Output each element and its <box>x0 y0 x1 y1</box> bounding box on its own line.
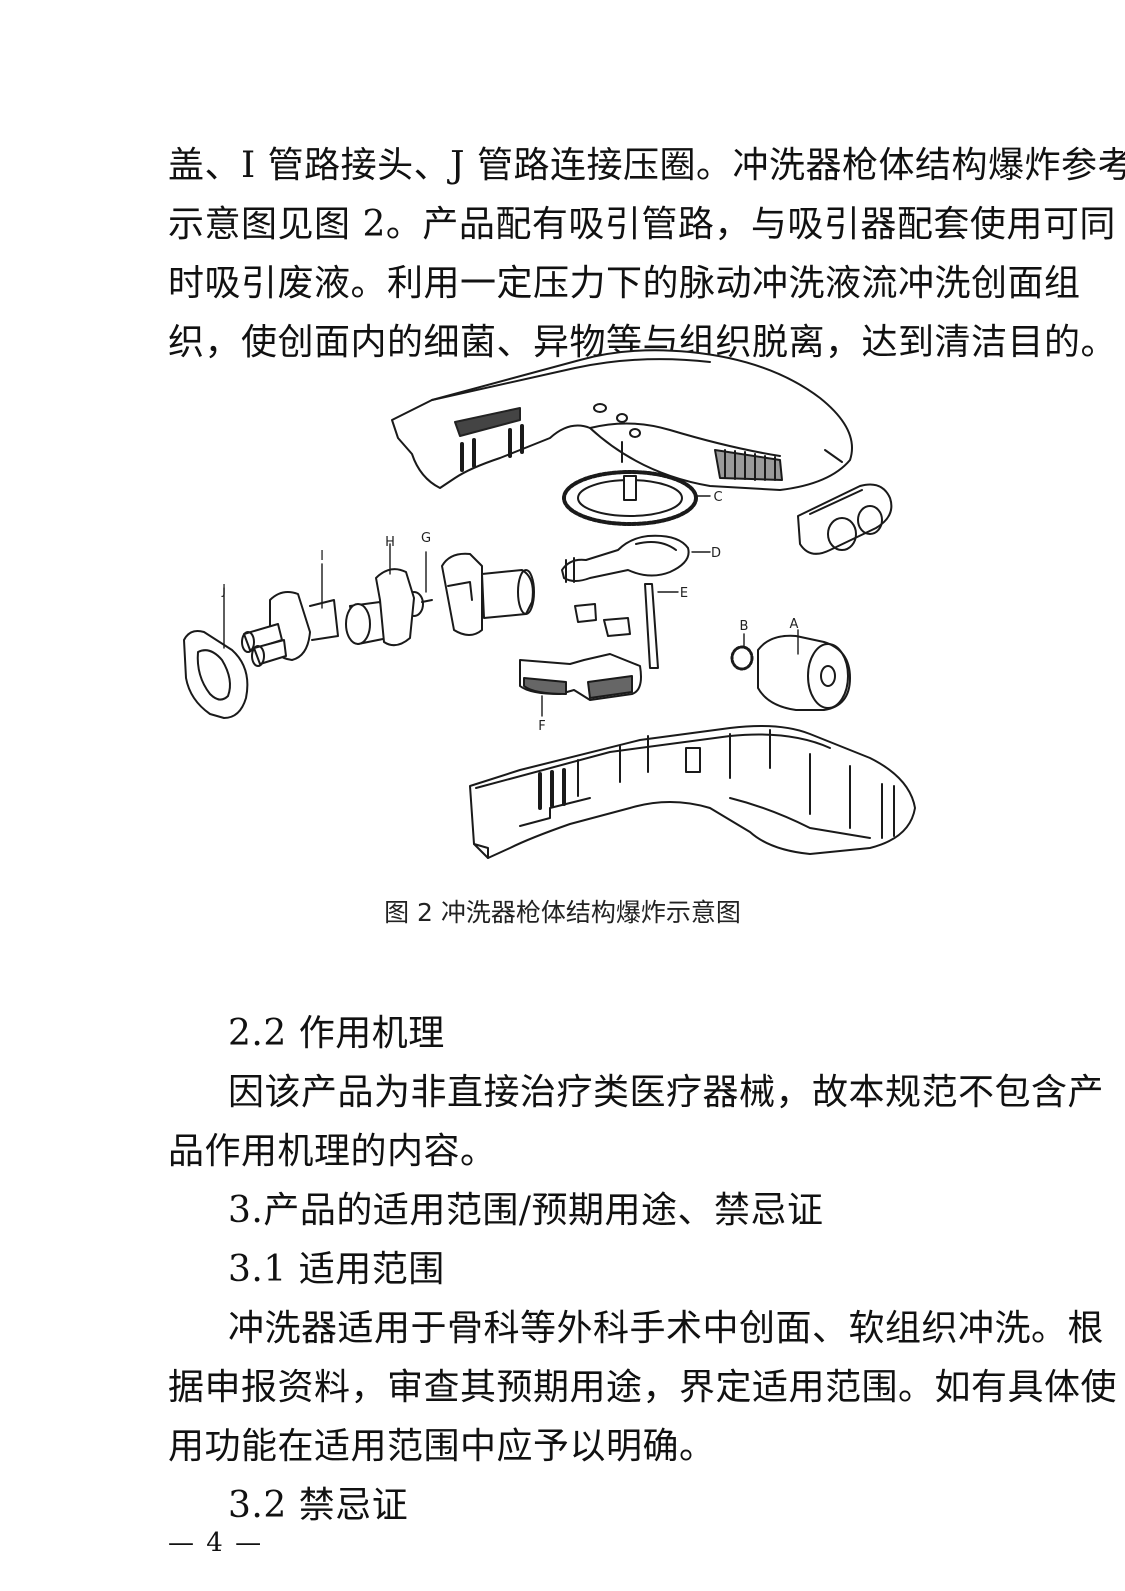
pin-component <box>644 583 679 669</box>
swing-arm-component <box>561 534 711 583</box>
section-2-2-line-1: 因该产品为非直接治疗类医疗器械，故本规范不包含产 <box>228 1072 1105 1113</box>
label-j: J <box>221 583 226 598</box>
upper-housing-shell <box>391 349 853 491</box>
section-3-1-heading: 3.1 适用范围 <box>228 1249 445 1290</box>
trigger-component <box>519 653 642 717</box>
label-f: F <box>538 719 545 734</box>
motor-component <box>757 629 851 711</box>
label-i: I <box>320 549 324 564</box>
label-d: D <box>711 546 721 561</box>
intro-line-3: 时吸引废液。利用一定压力下的脉动冲洗液流冲洗创面组 <box>168 263 1081 304</box>
label-a: A <box>790 617 799 632</box>
label-c: C <box>713 490 722 505</box>
intro-line-1: 盖、I 管路接头、J 管路连接压圈。冲洗器枪体结构爆炸参考 <box>168 145 1125 186</box>
body-sections: 2.2 作用机理 因该产品为非直接治疗类医疗器械，故本规范不包含产 品作用机理的… <box>168 1004 1118 1535</box>
intro-line-2: 示意图见图 2。产品配有吸引管路，与吸引器配套使用可同 <box>168 204 1116 245</box>
label-g: G <box>421 531 431 546</box>
section-3-1-line-3: 用功能在适用范围中应予以明确。 <box>168 1426 716 1467</box>
lower-housing-shell <box>469 725 916 859</box>
section-2-2-heading: 2.2 作用机理 <box>228 1013 445 1054</box>
trigger-clips-component <box>574 603 631 637</box>
pump-head-component <box>345 543 415 647</box>
label-e: E <box>680 586 688 601</box>
tube-holder-component <box>797 483 893 555</box>
gear-component <box>562 470 711 526</box>
section-2-2-line-2: 品作用机理的内容。 <box>168 1131 497 1172</box>
exploded-view-figure: A B C D E F G H I J <box>170 338 970 878</box>
tube-connector-component <box>241 563 339 667</box>
drive-gear-component <box>730 633 754 671</box>
valve-housing-component <box>441 552 535 636</box>
section-3-1-line-1: 冲洗器适用于骨科等外科手术中创面、软组织冲洗。根 <box>228 1308 1105 1349</box>
section-3-1-line-2: 据申报资料，审查其预期用途，界定适用范围。如有具体使 <box>168 1367 1118 1408</box>
section-3-2-heading: 3.2 禁忌证 <box>228 1485 409 1526</box>
section-3-heading: 3.产品的适用范围/预期用途、禁忌证 <box>228 1190 824 1231</box>
page-number: — 4 — <box>168 1528 264 1558</box>
intro-paragraph: 盖、I 管路接头、J 管路连接压圈。冲洗器枪体结构爆炸参考 示意图见图 2。产品… <box>168 136 1125 372</box>
figure-caption: 图 2 冲洗器枪体结构爆炸示意图 <box>384 898 741 927</box>
press-ring-component <box>183 587 249 719</box>
label-b: B <box>740 619 749 634</box>
label-h: H <box>385 535 395 550</box>
